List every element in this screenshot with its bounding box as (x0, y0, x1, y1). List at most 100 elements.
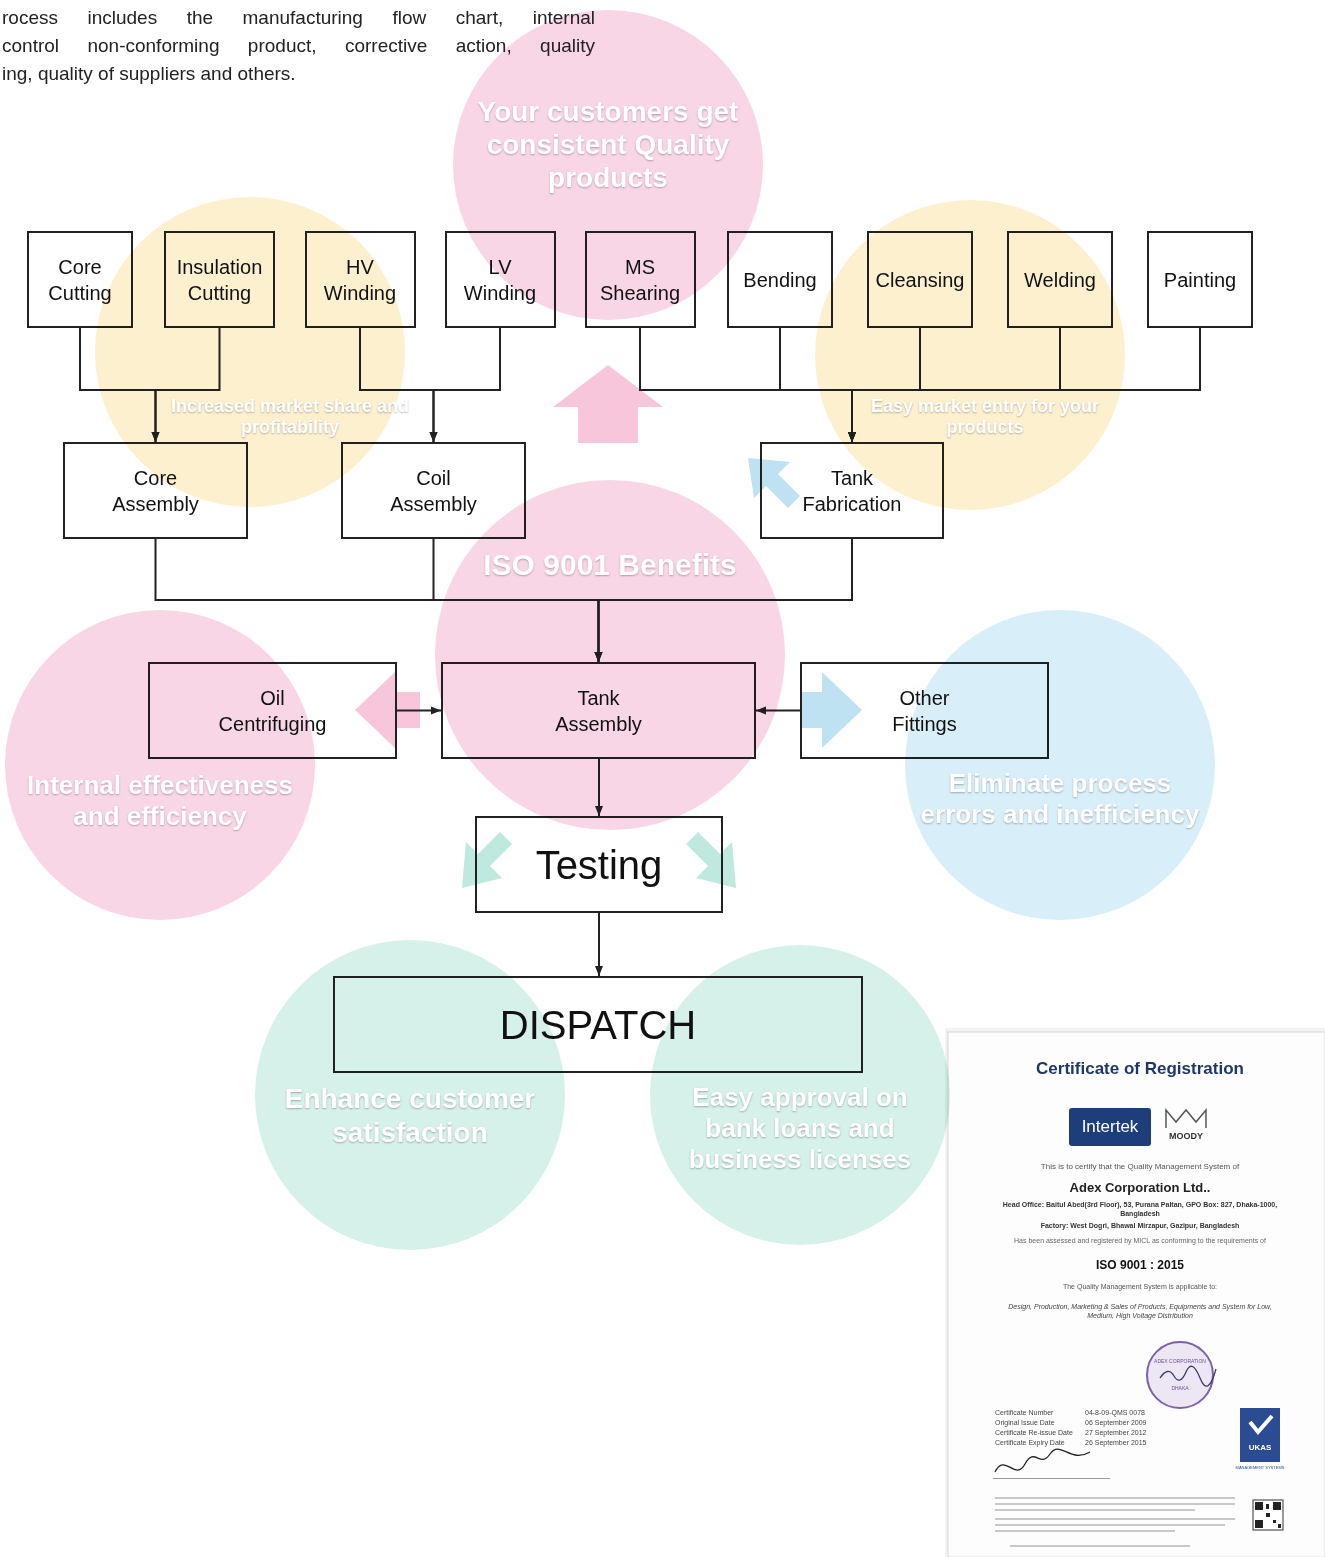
benefit-circle-shape (815, 200, 1125, 510)
benefit-circle-fill (5, 610, 315, 920)
benefit-text-group: Easy market entry for your products (870, 396, 1100, 438)
process-text-group: Painting (1164, 267, 1236, 293)
certificate (995, 1524, 1225, 1526)
box-label: Painting (1164, 267, 1236, 293)
certificate (945, 1028, 1325, 1557)
process-text-group: Testing (536, 839, 663, 891)
box-label: LV Winding (453, 254, 548, 306)
certificate-text: Adex Corporation Ltd.. (980, 1180, 1300, 1197)
process-text-group: Core Assembly (101, 465, 211, 517)
intro-text: control non-conforming product, correcti… (2, 34, 595, 59)
process-box: Bending (727, 231, 833, 328)
certificate-text: 26 September 2015 (1085, 1438, 1147, 1447)
box-label: Tank Assembly (544, 685, 654, 737)
certificate-text: Certificate Re-issue Date (995, 1428, 1083, 1437)
benefit-text-group: Easy approval on bank loans and business… (665, 1082, 935, 1175)
benefit-text: Internal effectiveness and efficiency (20, 770, 300, 832)
benefit-text-group: Enhance customer satisfaction (265, 1082, 555, 1150)
certificate-text: 06 September 2009 (1085, 1418, 1147, 1427)
process-text-group: Oil Centrifuging (208, 685, 338, 737)
certificate (1278, 1524, 1281, 1528)
pastel-arrow (462, 832, 512, 888)
certificate (1240, 1408, 1280, 1462)
seal-text: ADEX CORPORATION (1150, 1358, 1210, 1365)
certificate (995, 1497, 1235, 1499)
benefit-circle-fill (815, 200, 1125, 510)
certificate (995, 1509, 1195, 1511)
benefit-circle-fill (650, 945, 950, 1245)
certificate (1273, 1520, 1276, 1523)
pastel-arrow (553, 365, 663, 443)
intro-text: ing, quality of suppliers and others. (2, 62, 595, 87)
benefit-text-group: Eliminate process errors and inefficienc… (915, 768, 1205, 830)
box-label: HV Winding (313, 254, 408, 306)
process-text-group: DISPATCH (500, 999, 696, 1051)
flow-arrow (397, 710, 441, 712)
benefit-circle-fill (453, 10, 763, 320)
seal-text: DHAKA (1150, 1385, 1210, 1392)
certificate (1255, 1502, 1263, 1510)
certificate-text: Original Issue Date (995, 1418, 1083, 1427)
benefit-circle: Easy market entry for your products (815, 200, 1125, 510)
certificate (995, 1449, 1090, 1472)
logo-text: MOODY (1156, 1131, 1216, 1143)
certificate-text: Certificate of Registration (975, 1058, 1305, 1080)
certificate-text: The Quality Management System is applica… (980, 1282, 1300, 1291)
benefit-circle-fill (95, 197, 405, 507)
certificate (1266, 1513, 1270, 1517)
certificate-text: 27 September 2012 (1085, 1428, 1147, 1437)
box-label: DISPATCH (500, 999, 696, 1051)
box-label: Testing (536, 839, 663, 891)
box-label: Welding (1024, 267, 1096, 293)
certificate-text: 04-8-09-QMS 0078 (1085, 1408, 1147, 1417)
certificate (1010, 1545, 1190, 1547)
certificate-text: ISO 9001 : 2015 (980, 1258, 1300, 1274)
certificate-text: Has been assessed and registered by MICL… (975, 1236, 1305, 1245)
certificate (1253, 1500, 1283, 1530)
benefit-circle: Enhance customer satisfaction (255, 940, 565, 1250)
certificate (1147, 1342, 1213, 1408)
benefit-circle: Internal effectiveness and efficiency (5, 610, 315, 920)
benefit-circle-shape (95, 197, 405, 507)
process-text-group: Cleansing (876, 267, 965, 293)
certificate (995, 1518, 1235, 1520)
certificate (1273, 1502, 1281, 1510)
process-text-group: Core Cutting (35, 254, 125, 306)
benefit-text: Enhance customer satisfaction (265, 1082, 555, 1150)
benefit-text: ISO 9001 Benefits (460, 546, 760, 584)
process-text-group: Bending (743, 267, 816, 293)
process-text-group: Other Fittings (875, 685, 975, 737)
certificate (993, 1478, 1110, 1479)
certificate-text: Head Office: Baitul Abed(3rd Floor), 53,… (995, 1200, 1285, 1218)
benefit-circle-shape (5, 610, 315, 920)
benefit-circle: Easy approval on bank loans and business… (650, 945, 950, 1245)
certificate (945, 1028, 1325, 1557)
box-label: MS Shearing (593, 254, 688, 306)
box-label: Core Cutting (35, 254, 125, 306)
certificate (995, 1503, 1235, 1505)
benefit-circle-shape (435, 480, 785, 830)
flow-arrow (598, 913, 600, 976)
box-label: Bending (743, 267, 816, 293)
box-label: Other Fittings (875, 685, 975, 737)
logo-text: Intertek (1069, 1116, 1151, 1138)
pastel-arrow (800, 672, 862, 748)
process-text-group: Welding (1024, 267, 1096, 293)
benefit-text: Eliminate process errors and inefficienc… (915, 768, 1205, 830)
logo-text: MANAGEMENT SYSTEMS (1232, 1465, 1288, 1470)
certificate-text: Factory: West Dogri, Bhawal Mirzapur, Ga… (980, 1221, 1300, 1230)
certificate-text: Design, Production, Marketing & Sales of… (995, 1302, 1285, 1320)
box-label: Insulation Cutting (172, 254, 267, 306)
benefit-text: Easy approval on bank loans and business… (665, 1082, 935, 1175)
process-text-group: MS Shearing (593, 254, 688, 306)
certificate (1266, 1504, 1269, 1509)
process-box: Painting (1147, 231, 1253, 328)
process-text-group: Insulation Cutting (172, 254, 267, 306)
benefit-circle-fill (435, 480, 785, 830)
certificate (948, 1032, 1325, 1557)
benefit-circle-fill (905, 610, 1215, 920)
certificate (1166, 1110, 1206, 1128)
benefit-text-group: Increased market share and profitability (170, 396, 410, 438)
box-label: Tank Fabrication (787, 465, 917, 517)
box-label: Core Assembly (101, 465, 211, 517)
